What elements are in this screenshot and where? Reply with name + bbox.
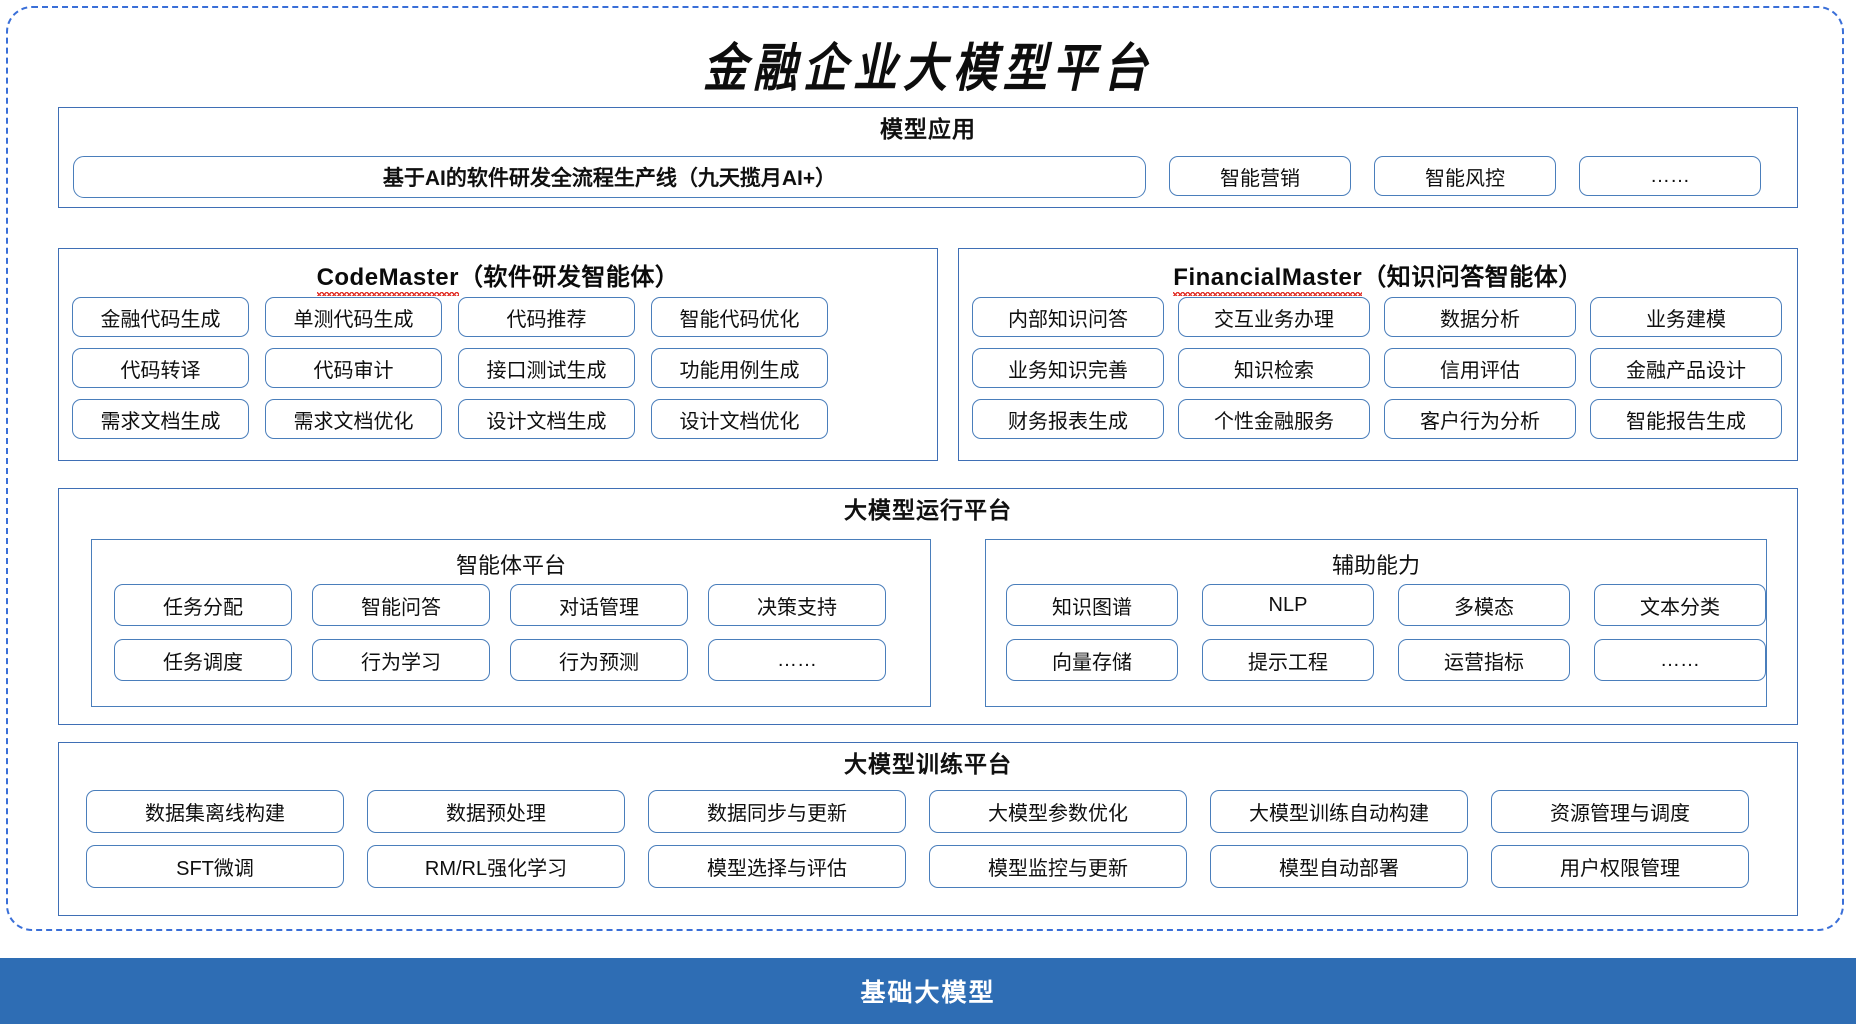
- code-master-item[interactable]: 代码审计: [265, 348, 442, 388]
- code-master-row-2: 代码转译 代码审计 接口测试生成 功能用例生成: [72, 348, 828, 388]
- financial-master-item[interactable]: 个性金融服务: [1178, 399, 1370, 439]
- financial-master-item[interactable]: 交互业务办理: [1178, 297, 1370, 337]
- code-master-item[interactable]: 功能用例生成: [651, 348, 828, 388]
- section-run-platform: 大模型运行平台 智能体平台 任务分配 智能问答 对话管理 决策支持 任务调度 行…: [58, 488, 1798, 725]
- train-platform-row-2: SFT微调 RM/RL强化学习 模型选择与评估 模型监控与更新 模型自动部署 用…: [86, 845, 1749, 888]
- financial-master-row-2: 业务知识完善 知识检索 信用评估 金融产品设计: [972, 348, 1782, 388]
- section-train-platform: 大模型训练平台 数据集离线构建 数据预处理 数据同步与更新 大模型参数优化 大模…: [58, 742, 1798, 916]
- aux-capability-row-1: 知识图谱 NLP 多模态 文本分类: [1006, 584, 1766, 626]
- train-platform-item[interactable]: 数据同步与更新: [648, 790, 906, 833]
- aux-capability-title: 辅助能力: [1331, 553, 1420, 578]
- train-platform-item[interactable]: 数据预处理: [367, 790, 625, 833]
- section-header-run-platform: 大模型运行平台: [844, 497, 1012, 523]
- model-application-items: 基于AI的软件研发全流程生产线（九天揽月AI+） 智能营销 智能风控 ……: [73, 156, 1761, 198]
- section-financial-master: FinancialMaster（知识问答智能体） 内部知识问答 交互业务办理 数…: [958, 248, 1798, 461]
- agent-platform-item[interactable]: 智能问答: [312, 584, 490, 626]
- agent-platform-item[interactable]: 对话管理: [510, 584, 688, 626]
- aux-capability-item[interactable]: 向量存储: [1006, 639, 1178, 681]
- section-header-model-application: 模型应用: [880, 116, 976, 142]
- train-platform-item[interactable]: SFT微调: [86, 845, 344, 888]
- financial-master-item[interactable]: 业务建模: [1590, 297, 1782, 337]
- code-master-item[interactable]: 代码推荐: [458, 297, 635, 337]
- code-master-item[interactable]: 需求文档优化: [265, 399, 442, 439]
- code-master-item[interactable]: 单测代码生成: [265, 297, 442, 337]
- agent-platform-item-more[interactable]: ……: [708, 639, 886, 681]
- section-model-application: 模型应用 基于AI的软件研发全流程生产线（九天揽月AI+） 智能营销 智能风控 …: [58, 107, 1798, 208]
- train-platform-item[interactable]: 模型选择与评估: [648, 845, 906, 888]
- financial-master-row-1: 内部知识问答 交互业务办理 数据分析 业务建模: [972, 297, 1782, 337]
- aux-capability-item[interactable]: 文本分类: [1594, 584, 1766, 626]
- financial-master-suffix: （知识问答智能体）: [1362, 264, 1583, 291]
- code-master-item[interactable]: 设计文档生成: [458, 399, 635, 439]
- train-platform-item[interactable]: 资源管理与调度: [1491, 790, 1749, 833]
- agent-platform-item[interactable]: 决策支持: [708, 584, 886, 626]
- train-platform-grid: 数据集离线构建 数据预处理 数据同步与更新 大模型参数优化 大模型训练自动构建 …: [86, 790, 1749, 888]
- agent-platform-item[interactable]: 任务调度: [114, 639, 292, 681]
- train-platform-item[interactable]: 大模型参数优化: [929, 790, 1187, 833]
- train-platform-item[interactable]: 大模型训练自动构建: [1210, 790, 1468, 833]
- aux-capability-row-2: 向量存储 提示工程 运营指标 ……: [1006, 639, 1766, 681]
- subsection-aux-capability: 辅助能力 知识图谱 NLP 多模态 文本分类 向量存储 提示工程 运营指标 ……: [985, 539, 1767, 707]
- code-master-row-1: 金融代码生成 单测代码生成 代码推荐 智能代码优化: [72, 297, 828, 337]
- code-master-item[interactable]: 需求文档生成: [72, 399, 249, 439]
- aux-capability-item[interactable]: 多模态: [1398, 584, 1570, 626]
- financial-master-item[interactable]: 智能报告生成: [1590, 399, 1782, 439]
- code-master-item[interactable]: 接口测试生成: [458, 348, 635, 388]
- code-master-item[interactable]: 智能代码优化: [651, 297, 828, 337]
- code-master-grid: 金融代码生成 单测代码生成 代码推荐 智能代码优化 代码转译 代码审计 接口测试…: [72, 297, 828, 439]
- train-platform-item[interactable]: 数据集离线构建: [86, 790, 344, 833]
- financial-master-item[interactable]: 财务报表生成: [972, 399, 1164, 439]
- subsection-agent-platform: 智能体平台 任务分配 智能问答 对话管理 决策支持 任务调度 行为学习 行为预测…: [91, 539, 931, 707]
- app-item-smart-marketing[interactable]: 智能营销: [1169, 156, 1351, 196]
- financial-master-item[interactable]: 客户行为分析: [1384, 399, 1576, 439]
- page-title: 金融企业大模型平台: [703, 38, 1153, 100]
- code-master-item[interactable]: 代码转译: [72, 348, 249, 388]
- financial-master-name: FinancialMaster: [1173, 264, 1363, 296]
- code-master-item[interactable]: 金融代码生成: [72, 297, 249, 337]
- financial-master-item[interactable]: 知识检索: [1178, 348, 1370, 388]
- agent-platform-title: 智能体平台: [455, 553, 566, 578]
- code-master-title: CodeMaster（软件研发智能体）: [59, 249, 937, 296]
- aux-capability-item-more[interactable]: ……: [1594, 639, 1766, 681]
- financial-master-item[interactable]: 内部知识问答: [972, 297, 1164, 337]
- agent-platform-item[interactable]: 任务分配: [114, 584, 292, 626]
- aux-capability-item[interactable]: 运营指标: [1398, 639, 1570, 681]
- financial-master-item[interactable]: 数据分析: [1384, 297, 1576, 337]
- financial-master-grid: 内部知识问答 交互业务办理 数据分析 业务建模 业务知识完善 知识检索 信用评估…: [972, 297, 1782, 439]
- base-model-bar: 基础大模型: [0, 958, 1856, 1024]
- code-master-suffix: （软件研发智能体）: [458, 264, 680, 291]
- code-master-name: CodeMaster: [316, 264, 460, 296]
- base-model-label: 基础大模型: [860, 979, 996, 1007]
- train-platform-row-1: 数据集离线构建 数据预处理 数据同步与更新 大模型参数优化 大模型训练自动构建 …: [86, 790, 1749, 833]
- section-header-train-platform: 大模型训练平台: [844, 751, 1012, 777]
- financial-master-title: FinancialMaster（知识问答智能体）: [959, 249, 1797, 296]
- app-item-more[interactable]: ……: [1579, 156, 1761, 196]
- diagram-outer-frame: [6, 6, 1844, 931]
- train-platform-item[interactable]: 用户权限管理: [1491, 845, 1749, 888]
- train-platform-item[interactable]: RM/RL强化学习: [367, 845, 625, 888]
- train-platform-item[interactable]: 模型监控与更新: [929, 845, 1187, 888]
- agent-platform-row-1: 任务分配 智能问答 对话管理 决策支持: [114, 584, 886, 626]
- agent-platform-grid: 任务分配 智能问答 对话管理 决策支持 任务调度 行为学习 行为预测 ……: [114, 584, 886, 681]
- aux-capability-item[interactable]: NLP: [1202, 584, 1374, 626]
- financial-master-item[interactable]: 业务知识完善: [972, 348, 1164, 388]
- aux-capability-grid: 知识图谱 NLP 多模态 文本分类 向量存储 提示工程 运营指标 ……: [1006, 584, 1766, 681]
- aux-capability-item[interactable]: 知识图谱: [1006, 584, 1178, 626]
- financial-master-row-3: 财务报表生成 个性金融服务 客户行为分析 智能报告生成: [972, 399, 1782, 439]
- section-code-master: CodeMaster（软件研发智能体） 金融代码生成 单测代码生成 代码推荐 智…: [58, 248, 938, 461]
- financial-master-item[interactable]: 信用评估: [1384, 348, 1576, 388]
- train-platform-item[interactable]: 模型自动部署: [1210, 845, 1468, 888]
- app-item-smart-risk-control[interactable]: 智能风控: [1374, 156, 1556, 196]
- app-item-pipeline[interactable]: 基于AI的软件研发全流程生产线（九天揽月AI+）: [73, 156, 1146, 198]
- financial-master-item[interactable]: 金融产品设计: [1590, 348, 1782, 388]
- agent-platform-item[interactable]: 行为学习: [312, 639, 490, 681]
- agent-platform-item[interactable]: 行为预测: [510, 639, 688, 681]
- code-master-row-3: 需求文档生成 需求文档优化 设计文档生成 设计文档优化: [72, 399, 828, 439]
- agent-platform-row-2: 任务调度 行为学习 行为预测 ……: [114, 639, 886, 681]
- aux-capability-item[interactable]: 提示工程: [1202, 639, 1374, 681]
- code-master-item[interactable]: 设计文档优化: [651, 399, 828, 439]
